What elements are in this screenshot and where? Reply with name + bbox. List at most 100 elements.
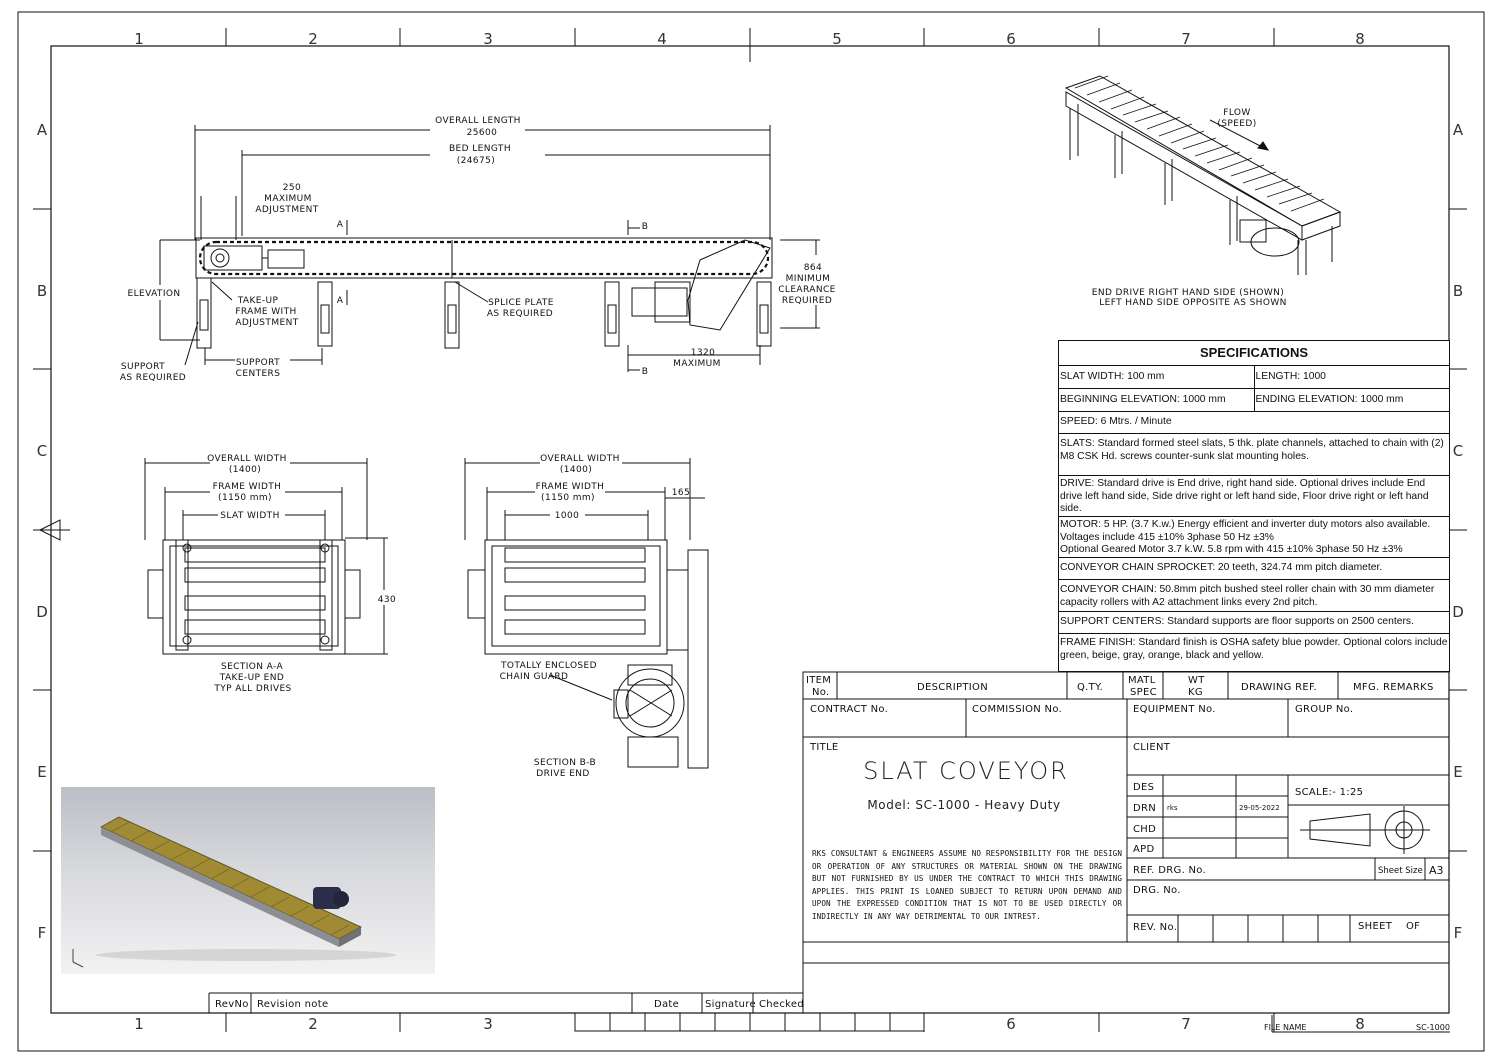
tb-drn-name: rks <box>1167 804 1178 812</box>
takeup-label: TAKE-UP <box>237 296 279 306</box>
spec-row: BEGINNING ELEVATION: 1000 mm ENDING ELEV… <box>1059 389 1449 412</box>
tb-matl: MATL <box>1128 675 1156 686</box>
rev-date-header: Date <box>654 999 679 1010</box>
bed-length-label: BED LENGTH <box>449 144 511 154</box>
splice-label: SPLICE PLATE <box>488 298 554 308</box>
spec-frame-finish: FRAME FINISH: Standard finish is OSHA sa… <box>1060 637 1448 661</box>
col-label: 8 <box>1355 30 1365 48</box>
clearance-label: MINIMUM <box>786 274 831 284</box>
spec-ending-elevation: ENDING ELEVATION: 1000 mm <box>1255 394 1404 405</box>
bb-slat-value: 1000 <box>555 511 580 521</box>
row-label: F <box>38 924 47 942</box>
support-label: AS REQUIRED <box>120 373 186 383</box>
splice-label: AS REQUIRED <box>487 309 553 319</box>
spec-motor-line: Optional Geared Motor 3.7 k.W. 5.8 rpm w… <box>1060 544 1403 555</box>
centering-arrow-icon <box>38 519 61 541</box>
aa-caption: SECTION A-A <box>221 662 284 672</box>
spec-length: LENGTH: 1000 <box>1255 371 1326 382</box>
spec-motor-line: MOTOR: 5 HP. (3.7 K.w.) Energy efficient… <box>1060 519 1431 543</box>
col-label: 1 <box>134 1015 144 1033</box>
row-label: B <box>1453 282 1463 300</box>
section-a-marker: A <box>337 296 344 306</box>
clearance-label: REQUIRED <box>782 296 832 306</box>
drive-note: END DRIVE RIGHT HAND SIDE (SHOWN) <box>1092 288 1284 298</box>
bb-overall-width-label: OVERALL WIDTH <box>540 454 620 464</box>
bb-guard-label: TOTALLY ENCLOSED <box>500 661 597 671</box>
specifications-title: SPECIFICATIONS <box>1059 341 1449 366</box>
bb-guard-label: CHAIN GUARD <box>500 672 569 682</box>
tb-drawing-ref: DRAWING REF. <box>1241 682 1317 693</box>
aa-height-value: 430 <box>378 595 396 605</box>
tb-title-value: SLAT COVEYOR <box>863 757 1069 785</box>
aa-overall-width-label: OVERALL WIDTH <box>207 454 287 464</box>
rev-no-header: RevNo <box>215 999 249 1010</box>
col-label: 4 <box>657 30 667 48</box>
tb-equipment-no: EQUIPMENT No. <box>1133 704 1216 715</box>
title-block-grid <box>802 671 1450 1013</box>
bed-length-value: (24675) <box>457 156 495 166</box>
support-label: SUPPORT <box>121 362 165 372</box>
row-label: E <box>1453 763 1462 781</box>
tb-apd: APD <box>1133 844 1154 855</box>
tb-matl: SPEC <box>1130 687 1157 698</box>
aa-overall-width-value: (1400) <box>229 465 261 475</box>
tb-ref-drg: REF. DRG. No. <box>1133 865 1206 876</box>
aa-frame-width-value: (1150 mm) <box>218 493 272 503</box>
revision-block-grid <box>208 992 1450 1033</box>
revision-note-header: Revision note <box>257 999 328 1010</box>
spec-support-centers: SUPPORT CENTERS: Standard supports are f… <box>1059 612 1449 634</box>
tb-group-no: GROUP No. <box>1295 704 1353 715</box>
tb-of: OF <box>1406 921 1420 932</box>
row-label: E <box>37 763 46 781</box>
conveyor-render-image <box>61 787 435 974</box>
row-label: C <box>1453 442 1463 460</box>
specifications-table: SPECIFICATIONS SLAT WIDTH: 100 mm LENGTH… <box>1058 340 1450 672</box>
file-name-value: SC-1000 <box>1416 1023 1450 1032</box>
disclaimer-text: RKS CONSULTANT & ENGINEERS ASSUME NO RES… <box>812 849 1122 921</box>
col-label: 7 <box>1181 30 1191 48</box>
takeup-label: ADJUSTMENT <box>235 318 298 328</box>
centers-label: CENTERS <box>236 369 281 379</box>
section-aa-view <box>144 458 388 655</box>
centers-label: SUPPORT <box>236 358 280 368</box>
tb-wt: KG <box>1188 687 1203 698</box>
col-label: 6 <box>1006 1015 1016 1033</box>
col-label: 5 <box>832 30 842 48</box>
spec-slat-width: SLAT WIDTH: 100 mm <box>1059 366 1255 388</box>
col-label: 2 <box>308 1015 318 1033</box>
spec-slats: SLATS: Standard formed steel slats, 5 th… <box>1059 434 1449 476</box>
file-name-label: FILE NAME <box>1264 1023 1306 1032</box>
section-b-marker: B <box>642 367 649 377</box>
tb-commission-no: COMMISSION No. <box>972 704 1062 715</box>
isometric-view <box>1064 75 1342 275</box>
section-bb-view <box>464 458 709 769</box>
col-label: 8 <box>1355 1015 1365 1033</box>
tb-client-label: CLIENT <box>1133 742 1171 753</box>
clearance-label: CLEARANCE <box>778 285 836 295</box>
bb-frame-width-label: FRAME WIDTH <box>536 482 605 492</box>
tb-title-label: TITLE <box>809 742 839 753</box>
flow-label: FLOW <box>1223 108 1250 118</box>
spec-sprocket: CONVEYOR CHAIN SPROCKET: 20 teeth, 324.7… <box>1059 558 1449 580</box>
tb-sheet-size-label: Sheet Size <box>1378 866 1423 876</box>
tb-drn: DRN <box>1133 803 1156 814</box>
row-label: F <box>1454 924 1463 942</box>
col-label: 1 <box>134 30 144 48</box>
section-b-marker: B <box>642 222 649 232</box>
tb-drn-date: 29-05-2022 <box>1239 804 1280 812</box>
rev-checked-header: Checked <box>759 999 804 1010</box>
tb-chd: CHD <box>1133 824 1156 835</box>
bb-offset-value: 165 <box>672 488 690 498</box>
rev-signature-header: Signature <box>705 999 756 1010</box>
tb-wt: WT <box>1188 675 1205 686</box>
row-label: A <box>1453 121 1464 139</box>
row-label: A <box>37 121 48 139</box>
bb-caption: DRIVE END <box>536 769 590 779</box>
col-label: 7 <box>1181 1015 1191 1033</box>
clearance-value: 864 <box>804 263 822 273</box>
spec-chain: CONVEYOR CHAIN: 50.8mm pitch bushed stee… <box>1059 580 1449 612</box>
tb-qty: Q.TY. <box>1077 682 1103 693</box>
spec-speed: SPEED: 6 Mtrs. / Minute <box>1059 412 1449 434</box>
tb-rev-no: REV. No. <box>1133 922 1177 933</box>
